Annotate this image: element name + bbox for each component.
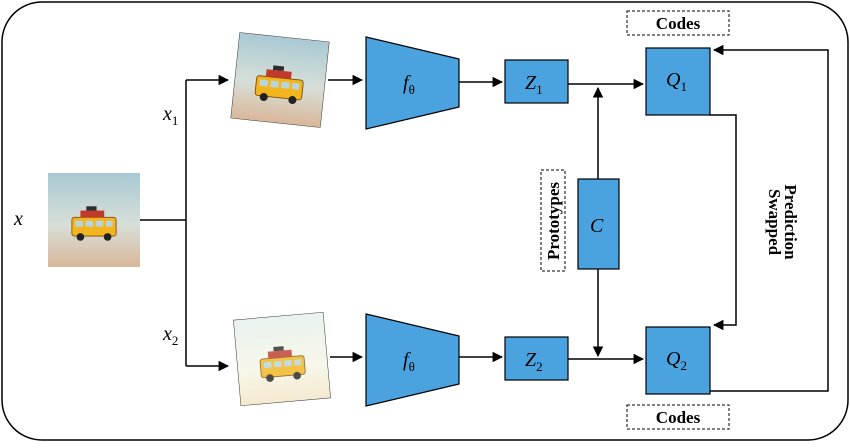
z1-label: Z1 — [525, 72, 543, 97]
swap-q1-to-q2-arrow — [710, 114, 737, 331]
q2-label: Q2 — [666, 348, 687, 373]
encoder1-label: fθ — [403, 72, 415, 97]
prototypes-box — [577, 178, 620, 270]
swapped-label-line2: Prediction — [781, 184, 800, 260]
prototypes-label-box — [540, 169, 566, 272]
encoder2-label: fθ — [403, 349, 415, 374]
view1-variable: x1 — [162, 103, 178, 128]
input-image — [48, 173, 140, 267]
prototypes-variable: C — [590, 215, 604, 237]
swap-q2-to-q1-arrow — [710, 44, 829, 392]
z1-box — [504, 59, 569, 104]
q1-box — [645, 47, 711, 116]
z2-box — [504, 336, 569, 381]
z2-label: Z2 — [525, 349, 543, 374]
codes-bottom-label: Codes — [656, 408, 701, 427]
encoder2 — [365, 313, 460, 407]
q1-label: Q1 — [666, 69, 687, 94]
input-variable: x — [13, 208, 23, 230]
codes-top-box — [626, 10, 730, 36]
view2-variable: x2 — [162, 323, 178, 348]
view1-image — [230, 32, 330, 128]
encoder1 — [365, 36, 460, 130]
codes-top-label: Codes — [656, 14, 701, 33]
codes-bottom-box — [626, 404, 730, 430]
prototypes-label: Prototypes — [544, 182, 563, 260]
view2-image — [233, 311, 331, 407]
outer-frame — [1, 1, 849, 441]
swapped-label-line1: Swapped — [765, 189, 784, 256]
q2-box — [645, 326, 711, 395]
